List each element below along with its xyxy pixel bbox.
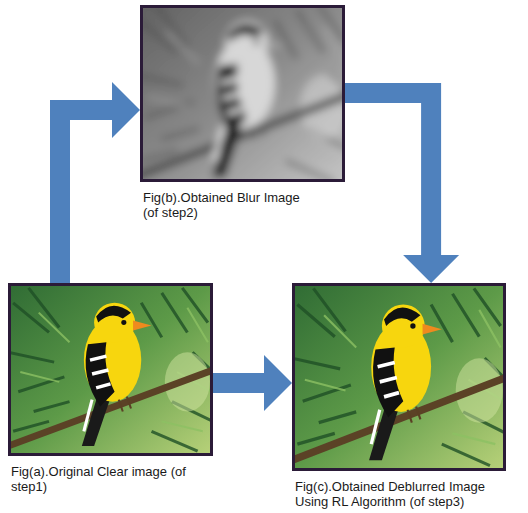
block-arrow (345, 93, 459, 283)
clear-photo (8, 283, 213, 456)
deblurred-photo (292, 283, 506, 471)
image-panel: Fig(a).Original Clear image (of step1) (8, 283, 213, 456)
block-arrow (60, 82, 140, 283)
image-panel: Fig(b).Obtained Blur Image (of step2) (140, 5, 345, 182)
figure-caption: Fig(c).Obtained Deblurred Image Using RL… (295, 479, 500, 509)
block-arrow (213, 355, 292, 411)
figure-caption: Fig(a).Original Clear image (of step1) (11, 464, 193, 494)
arrow-head (403, 255, 459, 283)
arrow-head (112, 82, 140, 138)
arrow-shaft (213, 373, 265, 393)
blurred-photo (140, 5, 345, 182)
figure-caption: Fig(b).Obtained Blur Image (of step2) (143, 190, 318, 220)
arrow-head (264, 355, 292, 411)
arrow-shaft (345, 93, 431, 256)
arrow-shaft (60, 110, 113, 283)
image-panel: Fig(c).Obtained Deblurred Image Using RL… (292, 283, 506, 471)
